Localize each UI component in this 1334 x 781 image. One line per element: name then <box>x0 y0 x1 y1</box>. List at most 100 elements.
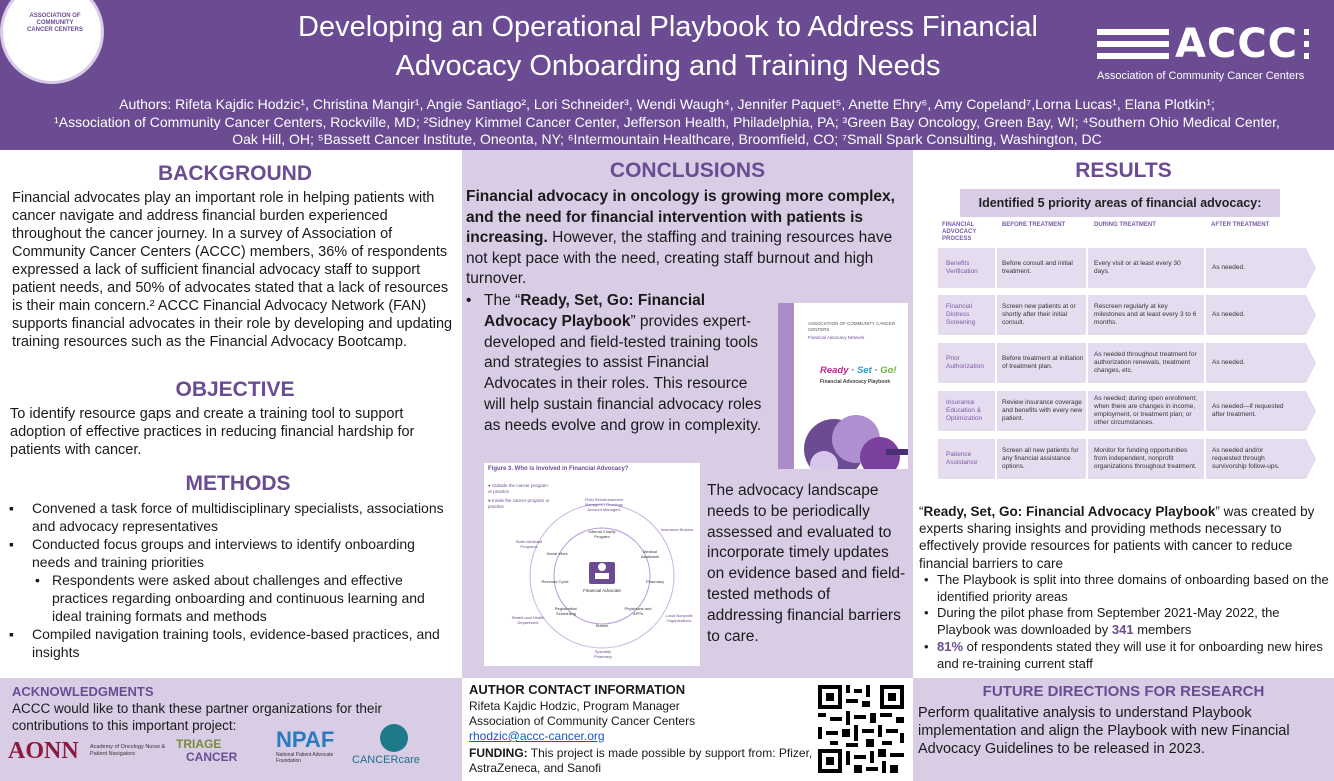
contact-panel: AUTHOR CONTACT INFORMATION Rifeta Kajdic… <box>462 678 913 781</box>
table-header: FINANCIAL ADVOCACY PROCESS <box>942 222 977 242</box>
summary-bold: Ready, Set, Go: Financial Advocacy Playb… <box>923 504 1216 519</box>
legend-dot: ● <box>488 483 491 488</box>
conclusions-bold: Financial advocacy in oncology is growin… <box>466 188 895 246</box>
cover-bar <box>886 449 908 455</box>
priority-areas-table: FINANCIAL ADVOCACY PROCESS BEFORE TREATM… <box>938 222 1316 480</box>
table-cell: Every visit or at least every 30 days. <box>1094 260 1181 275</box>
diagram-outer-ring <box>529 503 675 649</box>
qr-code[interactable] <box>816 683 906 775</box>
summary-rest: ” was created by experts sharing insight… <box>919 504 1315 571</box>
fan-logo-text: FINANCIAL ADVOCACY NETWORK <box>6 40 98 73</box>
cover-title-set: Set <box>856 365 872 376</box>
figure-node: Nurses <box>595 623 609 628</box>
column-divider <box>1204 222 1206 480</box>
results-summary: “Ready, Set, Go: Financial Advocacy Play… <box>919 503 1331 673</box>
row-arrow <box>1306 343 1316 383</box>
table-cell: Prior Authorization <box>946 355 984 370</box>
conclusions-heading: CONCLUSIONS <box>609 159 766 182</box>
table-cell: Monitor for funding opportunities from i… <box>1094 447 1197 470</box>
acknowledgments-panel: ACKNOWLEDGMENTS ACCC would like to thank… <box>0 678 462 781</box>
bullet2-post: members <box>1133 622 1192 638</box>
figure-node: Medical Assistants <box>640 549 660 559</box>
contact-email-link[interactable]: rhodzic@accc-cancer.org <box>469 729 605 743</box>
table-cell: As needed. <box>1212 311 1245 318</box>
cover-title-ready: Ready <box>820 365 849 376</box>
cancercare-logo-mark <box>380 724 408 752</box>
middle-column: CONCLUSIONS Financial advocacy in oncolo… <box>462 150 913 678</box>
row-arrow <box>1306 295 1316 335</box>
fan-logo-line: ADVOCACY <box>22 51 82 61</box>
results-bullet: 81% of respondents stated they will use … <box>919 639 1331 673</box>
left-column: BACKGROUND Financial advocates play an i… <box>0 150 462 678</box>
row-arrow <box>1306 248 1316 288</box>
table-cell: Patience Assistance <box>946 451 978 466</box>
qr-finder-center <box>888 693 896 701</box>
results-heading: RESULTS <box>1075 159 1172 182</box>
figure-outer-node: Specialty Pharmacy <box>593 649 612 659</box>
npaf-logo-word: NPAF <box>276 727 335 752</box>
table-cell: Before treatment at initiation of treatm… <box>1002 355 1084 370</box>
figure-node: Pharmacy <box>645 579 664 584</box>
triage-logo-line: TRIAGE <box>176 737 222 751</box>
bullet-dot: • <box>466 292 472 309</box>
cancercare-logo: CANCERcare <box>352 724 442 770</box>
table-cell: As needed—if requested after treatment. <box>1212 403 1284 418</box>
poster-title: Developing an Operational Playbook to Ad… <box>250 8 1086 86</box>
qr-finder-center <box>826 693 834 701</box>
accc-logo: ACCC Association of Community Cancer Cen… <box>1097 24 1312 84</box>
aonn-logo-word: AONN <box>8 738 79 764</box>
figure-outer-node: State Medicaid Programs <box>515 539 543 549</box>
table-cell: As needed and/or requested through survi… <box>1212 447 1280 470</box>
accc-logo-word: ACCC <box>1169 24 1305 64</box>
funding-label: FUNDING: <box>469 746 528 760</box>
aonn-logo: AONN Academy of Oncology Nurse & Patient… <box>8 736 165 766</box>
npaf-logo: NPAF National Patient Advocate Foundatio… <box>276 727 346 765</box>
methods-item: Conducted focus groups and interviews to… <box>0 535 455 571</box>
methods-subitem: Respondents were asked about challenges … <box>30 571 455 625</box>
table-cell: As needed. <box>1212 264 1245 271</box>
qr-finder-center <box>826 757 834 765</box>
figure-node: Internal Charity Program <box>588 529 616 539</box>
future-directions-panel: FUTURE DIRECTIONS FOR RESEARCH Perform q… <box>913 678 1334 781</box>
results-bullet: During the pilot phase from September 20… <box>919 605 1331 639</box>
methods-item: Convened a task force of multidisciplina… <box>0 499 455 535</box>
triage-cancer-logo: TRIAGE CANCER <box>176 738 237 764</box>
results-banner: Identified 5 priority areas of financial… <box>960 189 1280 217</box>
download-count: 341 <box>1111 622 1134 638</box>
figure-outer-node: Local Nonprofit Organizations <box>665 613 693 623</box>
advocate-icon-body <box>595 573 609 579</box>
bullet-pre: The “ <box>484 292 521 309</box>
playbook-bullet: • The “Ready, Set, Go: Financial Advocac… <box>464 291 762 437</box>
table-row: Insurance Education & Optimization Revie… <box>938 391 1316 431</box>
table-cell: Before consult and initial treatment. <box>1002 260 1073 275</box>
figure-node: Registration/ Scheduling <box>554 606 578 616</box>
fan-logo-org: ASSOCIATION OF COMMUNITY CANCER CENTERS <box>26 13 83 33</box>
advocate-icon-head <box>598 563 606 571</box>
figure-node: Physicians and APPs <box>624 606 652 616</box>
table-cell: Screen all new patients for any financia… <box>1002 447 1079 470</box>
table-cell: Review insurance coverage and benefits w… <box>1002 399 1083 422</box>
table-header: BEFORE TREATMENT <box>1002 222 1066 228</box>
table-cell: As needed. <box>1212 359 1245 366</box>
bullet2-pre: During the pilot phase from September 20… <box>937 605 1280 638</box>
figure-legend: ● Outside the cancer program or practice… <box>488 483 550 509</box>
authors-block: Authors: Rifeta Kajdic Hodzic¹, Christin… <box>0 96 1334 149</box>
cover-dot: · <box>851 365 855 376</box>
contact-heading: AUTHOR CONTACT INFORMATION <box>469 682 686 697</box>
playbook-cover-image: ASSOCIATION OF COMMUNITY CANCER CENTERS … <box>778 303 908 469</box>
objective-heading: OBJECTIVE <box>175 378 295 401</box>
bullet-post: ” provides expert-developed and field-te… <box>484 312 762 434</box>
cover-side-band <box>778 303 794 469</box>
affiliations-line: Oak Hill, OH; ⁵Bassett Cancer Institute,… <box>232 131 1102 147</box>
acknowledgments-heading: ACKNOWLEDGMENTS <box>12 684 154 699</box>
cover-dot: · <box>874 365 878 376</box>
figure-center-label: Financial Advocate <box>583 588 621 593</box>
landscape-text: The advocacy landscape needs to be perio… <box>707 482 906 645</box>
figure-title: Figure 3. Who is Involved in Financial A… <box>488 466 629 472</box>
table-header: AFTER TREATMENT <box>1211 222 1270 228</box>
table-header: DURING TREATMENT <box>1094 222 1156 228</box>
accc-logo-subtitle: Association of Community Cancer Centers <box>1097 70 1305 82</box>
cover-circle <box>860 437 900 469</box>
funding-text: FUNDING: This project is made possible b… <box>469 746 814 776</box>
future-heading: FUTURE DIRECTIONS FOR RESEARCH <box>982 683 1265 700</box>
